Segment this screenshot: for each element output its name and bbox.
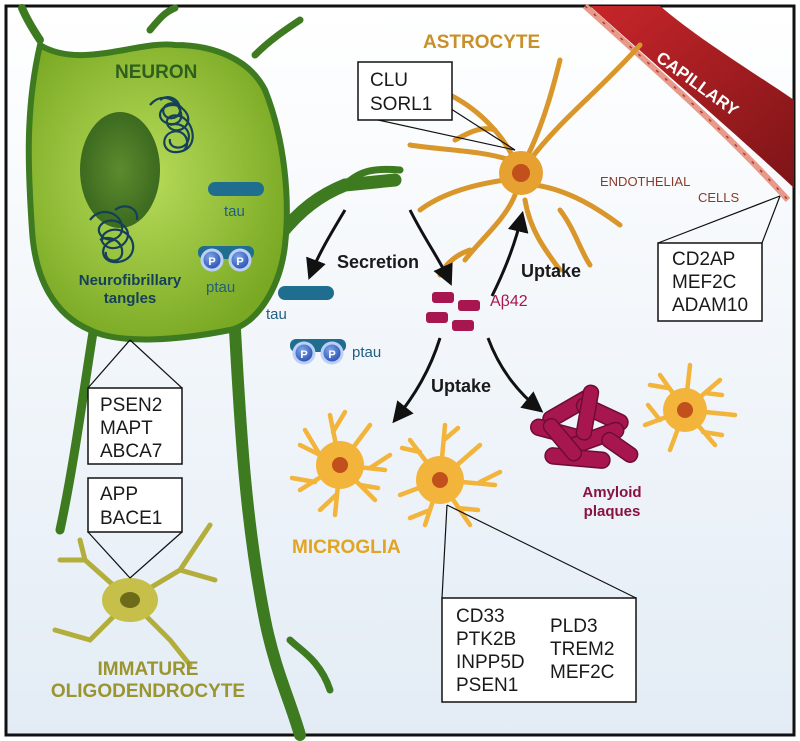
gene-psen2: PSEN2 [100, 395, 162, 416]
svg-text:P: P [236, 256, 243, 268]
uptake-arrow-plaques [486, 337, 544, 413]
gene-pld3: PLD3 [550, 616, 598, 637]
svg-text:P: P [328, 349, 335, 361]
uptake-astrocyte-label: Uptake [521, 261, 581, 281]
gene-cd2ap: CD2AP [672, 249, 735, 270]
amyloid-plaques-shape [529, 384, 639, 469]
ptau-inside-shape: P P [198, 246, 254, 272]
endothelial-label-line1: ENDOTHELIAL [600, 174, 690, 189]
svg-text:P: P [208, 256, 215, 268]
gene-psen1: PSEN1 [456, 675, 518, 696]
abeta42-shape [426, 292, 480, 331]
secretion-label: Secretion [337, 252, 419, 272]
plaques-label-line2: plaques [584, 503, 641, 520]
gene-inpp5d: INPP5D [456, 652, 525, 673]
endothelial-label-line2: CELLS [698, 190, 740, 205]
oligo-label-line2: OLIGODENDROCYTE [51, 681, 245, 702]
microglia-cell-3 [642, 362, 738, 453]
uptake-arrow-microglia [392, 337, 442, 424]
tau-outside-shape [278, 286, 334, 300]
uptake-microglia-label: Uptake [431, 376, 491, 396]
microglia-cell-1 [289, 409, 393, 518]
secretion-arrow-abeta [408, 209, 453, 286]
tau-inside-shape [208, 182, 264, 196]
arrows [306, 209, 544, 424]
microglia-label: MICROGLIA [292, 537, 401, 558]
oligodendrocyte-nucleus [120, 592, 140, 608]
gene-adam10: ADAM10 [672, 295, 748, 316]
gene-box-microglia: CD33 PTK2B INPP5D PSEN1 PLD3 TREM2 MEF2C [441, 504, 637, 703]
gene-abca7: ABCA7 [100, 441, 162, 462]
oligo-label-line1: IMMATURE [98, 659, 199, 680]
gene-cd33: CD33 [456, 606, 505, 627]
microglia-cell-2 [397, 422, 503, 528]
neuron-nucleus [80, 112, 160, 228]
neurofibrillary-tangles [89, 96, 194, 264]
ptau-inside-label: ptau [206, 279, 235, 296]
astrocyte-cell [407, 42, 643, 278]
gene-clu: CLU [370, 70, 408, 91]
capillary: CAPILLARY [582, 3, 794, 203]
gene-mapt: MAPT [100, 418, 153, 439]
neurofibrillary-label-line1: Neurofibrillary [79, 272, 182, 289]
ptau-outside-shape: P P [290, 339, 346, 365]
gene-box-neuron: PSEN2 MAPT ABCA7 [87, 339, 183, 465]
tau-outside-label: tau [266, 306, 287, 323]
astrocyte-nucleus [512, 164, 530, 182]
gene-mef2c-micro: MEF2C [550, 662, 614, 683]
gene-box-endothelial: CD2AP MEF2C ADAM10 [657, 195, 781, 322]
plaques-label-line1: Amyloid [582, 484, 641, 501]
gene-bace1: BACE1 [100, 508, 162, 529]
tau-inside-label: tau [224, 203, 245, 220]
uptake-arrow-astrocyte [490, 210, 529, 297]
gene-ptk2b: PTK2B [456, 629, 516, 650]
neuron-label: NEURON [115, 62, 197, 83]
abeta42-label: Aβ42 [490, 293, 528, 310]
ptau-outside-label: ptau [352, 344, 381, 361]
gene-box-astrocyte: CLU SORL1 [357, 61, 516, 151]
gene-app: APP [100, 484, 138, 505]
gene-sorl1: SORL1 [370, 94, 432, 115]
secretion-arrow-tau [306, 209, 347, 280]
neurofibrillary-label-line2: tangles [104, 290, 157, 307]
neuron-cell [18, 4, 404, 741]
astrocyte-label: ASTROCYTE [423, 32, 540, 53]
gene-box-oligo: APP BACE1 [87, 477, 183, 579]
svg-text:P: P [300, 349, 307, 361]
gene-trem2: TREM2 [550, 639, 614, 660]
gene-mef2c-endo: MEF2C [672, 272, 736, 293]
